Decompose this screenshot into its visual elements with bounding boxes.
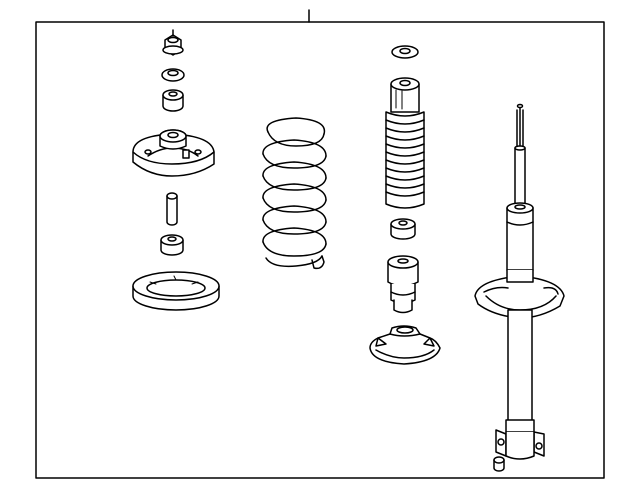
- lower-spring-seat: [369, 325, 441, 365]
- lower-bushing: [160, 234, 184, 256]
- diagram-frame: [35, 21, 605, 479]
- mount-nut: [162, 29, 184, 56]
- strut: [474, 103, 565, 472]
- bump-stop: [387, 255, 419, 314]
- strut-washer: [391, 45, 419, 59]
- coil-spring: [262, 117, 327, 270]
- spring-seat: [132, 271, 220, 311]
- rebound-bushing: [390, 218, 416, 240]
- dust-boot: [385, 77, 425, 209]
- bump-collar: [166, 192, 178, 226]
- mount-washer: [161, 68, 185, 82]
- upper-mount: [132, 129, 215, 177]
- mount-bushing: [162, 89, 184, 112]
